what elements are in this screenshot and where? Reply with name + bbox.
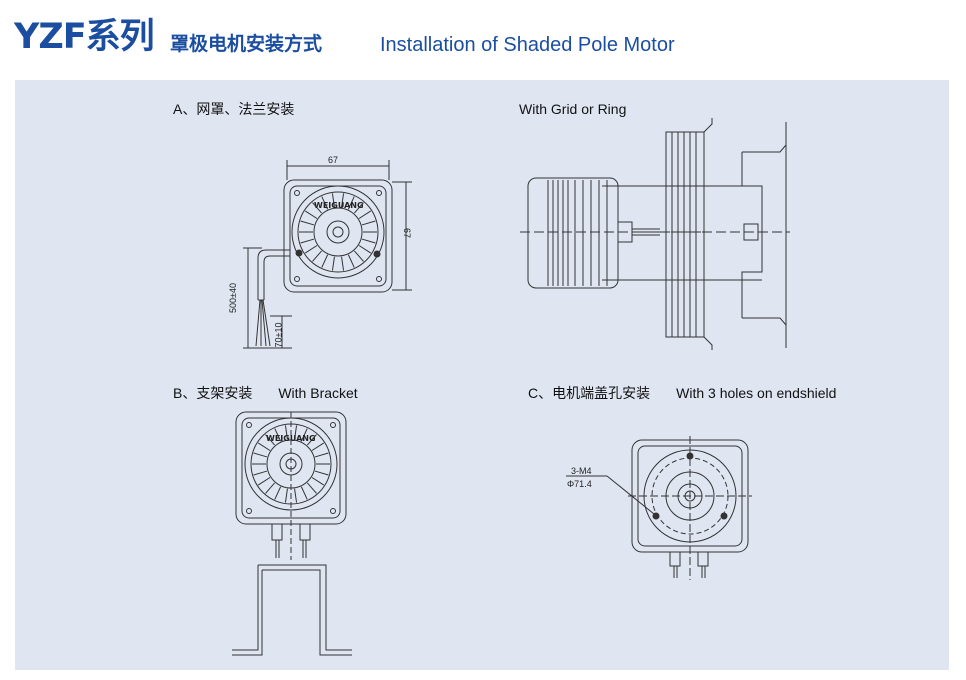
rib-line — [353, 202, 364, 214]
rib-line — [300, 486, 308, 500]
rib-line — [347, 254, 355, 268]
rib-line — [284, 425, 288, 440]
rib-line — [300, 238, 315, 244]
rib-line — [304, 210, 318, 219]
rib-line — [361, 220, 376, 226]
section-b-label-en: With Bracket — [278, 385, 358, 401]
brand-title: YZF系列 — [14, 17, 155, 57]
rib-line — [253, 452, 268, 458]
section-b-label-cn: B、支架安装 — [173, 385, 253, 401]
rib-line — [274, 428, 282, 442]
header: YZF系列 罩极电机安装方式 Installation of Shaded Po… — [0, 0, 966, 80]
title-english: Installation of Shaded Pole Motor — [380, 34, 675, 56]
logo-mark-b: WEIGUANG — [266, 434, 316, 443]
motor-with-bracket-b — [232, 411, 352, 656]
rib-line — [253, 470, 268, 476]
rib-line — [306, 434, 317, 446]
rib-line — [353, 250, 364, 262]
section-c-label-cn: C、电机端盖孔安装 — [528, 385, 651, 401]
section-c-caption: C、电机端盖孔安装 With 3 holes on endshield — [528, 384, 836, 402]
rib-line — [294, 488, 298, 503]
logo-mark-a: WEIGUANG — [314, 201, 364, 210]
section-b-caption: B、支架安装 With Bracket — [173, 384, 358, 402]
rib-line — [311, 442, 325, 451]
dimension-holes-label: 3-M4 — [571, 466, 592, 476]
rib-line — [312, 250, 323, 262]
rib-line — [274, 486, 282, 500]
rib-line — [257, 442, 271, 451]
motor-endshield-holes-c — [566, 436, 752, 580]
rib-line — [265, 434, 276, 446]
rib-line — [294, 425, 298, 440]
rib-line — [265, 482, 276, 494]
rib-line — [358, 210, 372, 219]
rib-line — [284, 488, 288, 503]
rib-line — [312, 202, 323, 214]
rib-line — [361, 238, 376, 244]
rib-line — [314, 470, 329, 476]
rib-line — [257, 477, 271, 486]
dimension-width-label: 67 — [328, 155, 339, 165]
rib-line — [300, 428, 308, 442]
rib-line — [321, 254, 329, 268]
motor-front-view-a — [243, 160, 412, 349]
drawing-panel — [15, 80, 949, 670]
section-a-english-caption: With Grid or Ring — [519, 101, 627, 117]
rib-line — [304, 245, 318, 254]
rib-line — [331, 256, 335, 271]
rib-line — [341, 193, 345, 208]
rib-line — [300, 220, 315, 226]
rib-line — [358, 245, 372, 254]
rib-line — [347, 196, 355, 210]
rib-line — [314, 452, 329, 458]
rib-line — [306, 482, 317, 494]
rib-line — [311, 477, 325, 486]
section-a-caption: A、网罩、法兰安装 — [173, 101, 295, 117]
title-chinese: 罩极电机安装方式 — [170, 34, 323, 55]
rib-line — [341, 256, 345, 271]
rib-line — [331, 193, 335, 208]
rib-line — [321, 196, 329, 210]
section-c-label-en: With 3 holes on endshield — [676, 385, 837, 401]
dimension-hole-circle-label: Φ71.4 — [567, 479, 592, 489]
motor-side-view-grid — [520, 118, 790, 350]
